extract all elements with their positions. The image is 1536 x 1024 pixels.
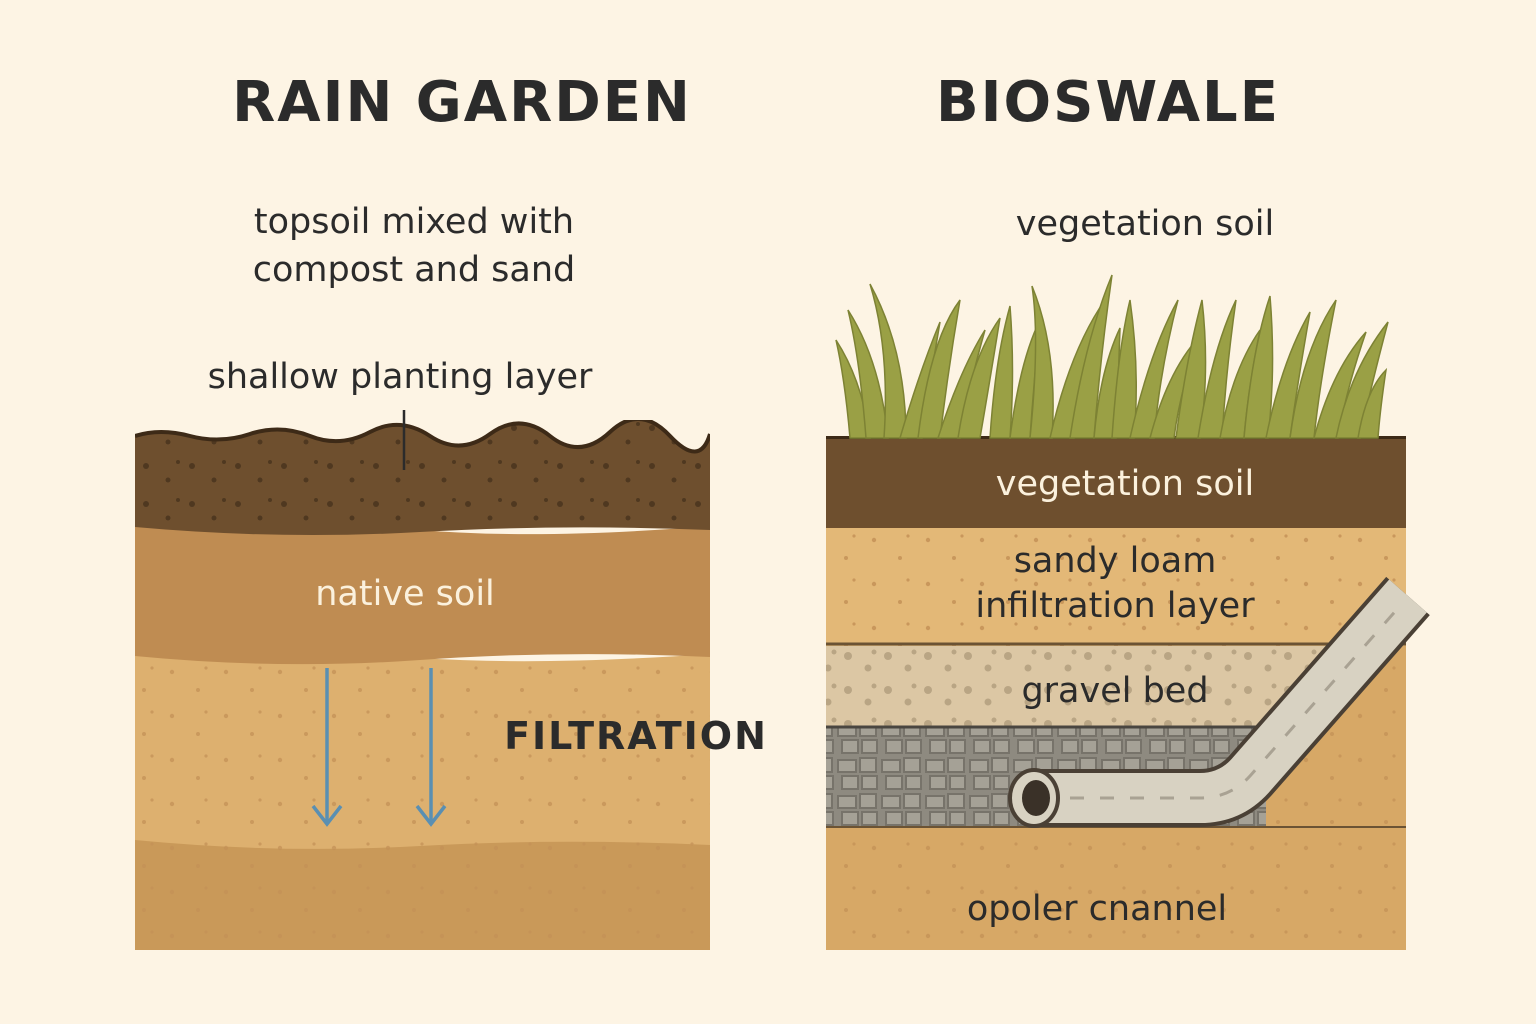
filtration-label: FILTRATION — [504, 714, 768, 758]
sandy-loam-label-line2: infiltration layer — [975, 586, 1255, 626]
drain-pipe — [1008, 576, 1430, 828]
rain-garden-block — [135, 420, 710, 950]
topsoil-label-line2: compost and sand — [252, 250, 576, 290]
grass — [835, 274, 1389, 439]
rg-native-soil-layer — [135, 523, 710, 665]
rain-garden-title: RAIN GARDEN — [232, 70, 692, 135]
bs-vegetation-soil — [826, 436, 1406, 528]
sandy-loam-label-line1: sandy loam — [1013, 541, 1217, 581]
bioswale-top-label: vegetation soil — [1015, 204, 1275, 244]
vegetation-soil-label: vegetation soil — [995, 464, 1255, 504]
rg-bottom-dots — [135, 830, 710, 950]
native-soil-label: native soil — [315, 574, 495, 614]
bioswale-title: BIOSWALE — [936, 70, 1280, 135]
channel-label: opoler cnannel — [966, 889, 1228, 929]
planting-layer-label: shallow planting layer — [207, 357, 593, 397]
topsoil-label-line1: topsoil mixed with — [253, 202, 575, 242]
gravel-bed-label: gravel bed — [1021, 671, 1209, 711]
filtration-arrow-left — [311, 668, 343, 827]
filtration-arrow-right — [415, 668, 447, 827]
